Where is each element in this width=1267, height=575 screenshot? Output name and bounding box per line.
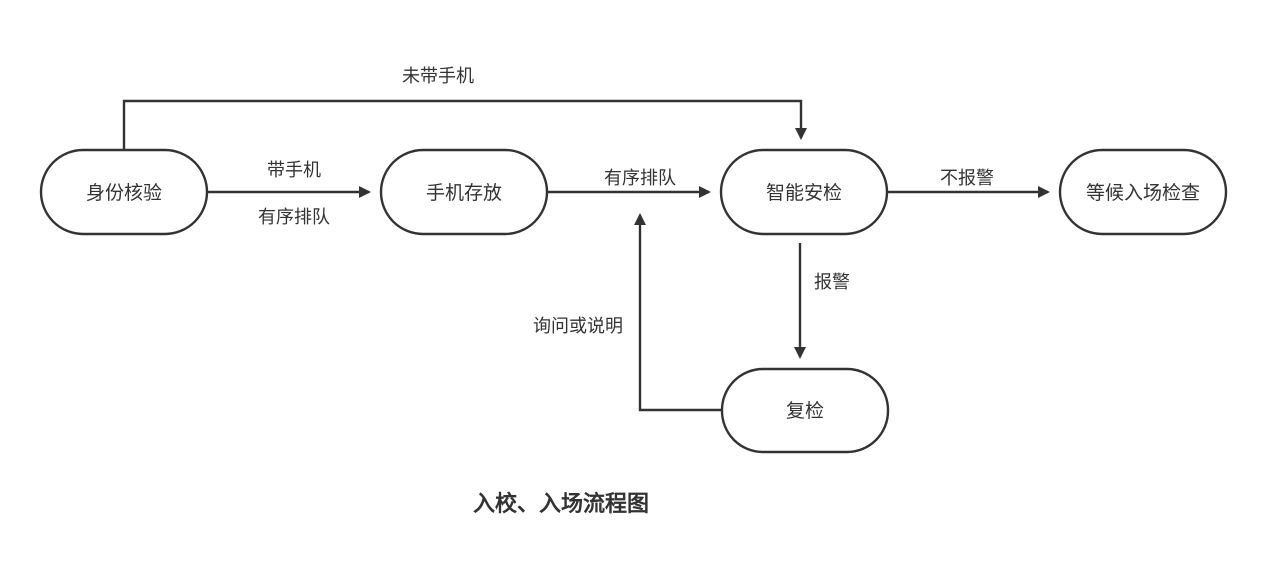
node-label: 等候入场检查 xyxy=(1086,182,1200,204)
label-with-phone: 带手机 xyxy=(267,160,321,181)
node-phone-storage: 手机存放 xyxy=(379,148,549,236)
label-no-alarm: 不报警 xyxy=(940,168,994,189)
label-queue-1: 有序排队 xyxy=(258,207,330,228)
label-alarm: 报警 xyxy=(814,272,850,293)
node-wait-entry: 等候入场检查 xyxy=(1058,148,1228,236)
node-label: 身份核验 xyxy=(86,182,162,204)
label-queue-2: 有序排队 xyxy=(604,168,676,189)
node-recheck: 复检 xyxy=(720,367,890,454)
node-smart-security: 智能安检 xyxy=(719,148,889,236)
label-inquiry: 询问或说明 xyxy=(533,316,623,337)
diagram-title: 入校、入场流程图 xyxy=(472,492,649,517)
node-label: 复检 xyxy=(786,400,824,422)
edge-no-phone xyxy=(122,99,807,150)
node-label: 智能安检 xyxy=(766,182,842,204)
node-label: 手机存放 xyxy=(426,182,502,204)
edges xyxy=(122,99,1050,412)
label-no-phone: 未带手机 xyxy=(402,66,474,87)
edge-labels: 未带手机 带手机 有序排队 有序排队 不报警 报警 询问或说明 xyxy=(258,66,994,337)
node-id-check: 身份核验 xyxy=(39,148,209,236)
edge-inquiry xyxy=(634,213,722,412)
